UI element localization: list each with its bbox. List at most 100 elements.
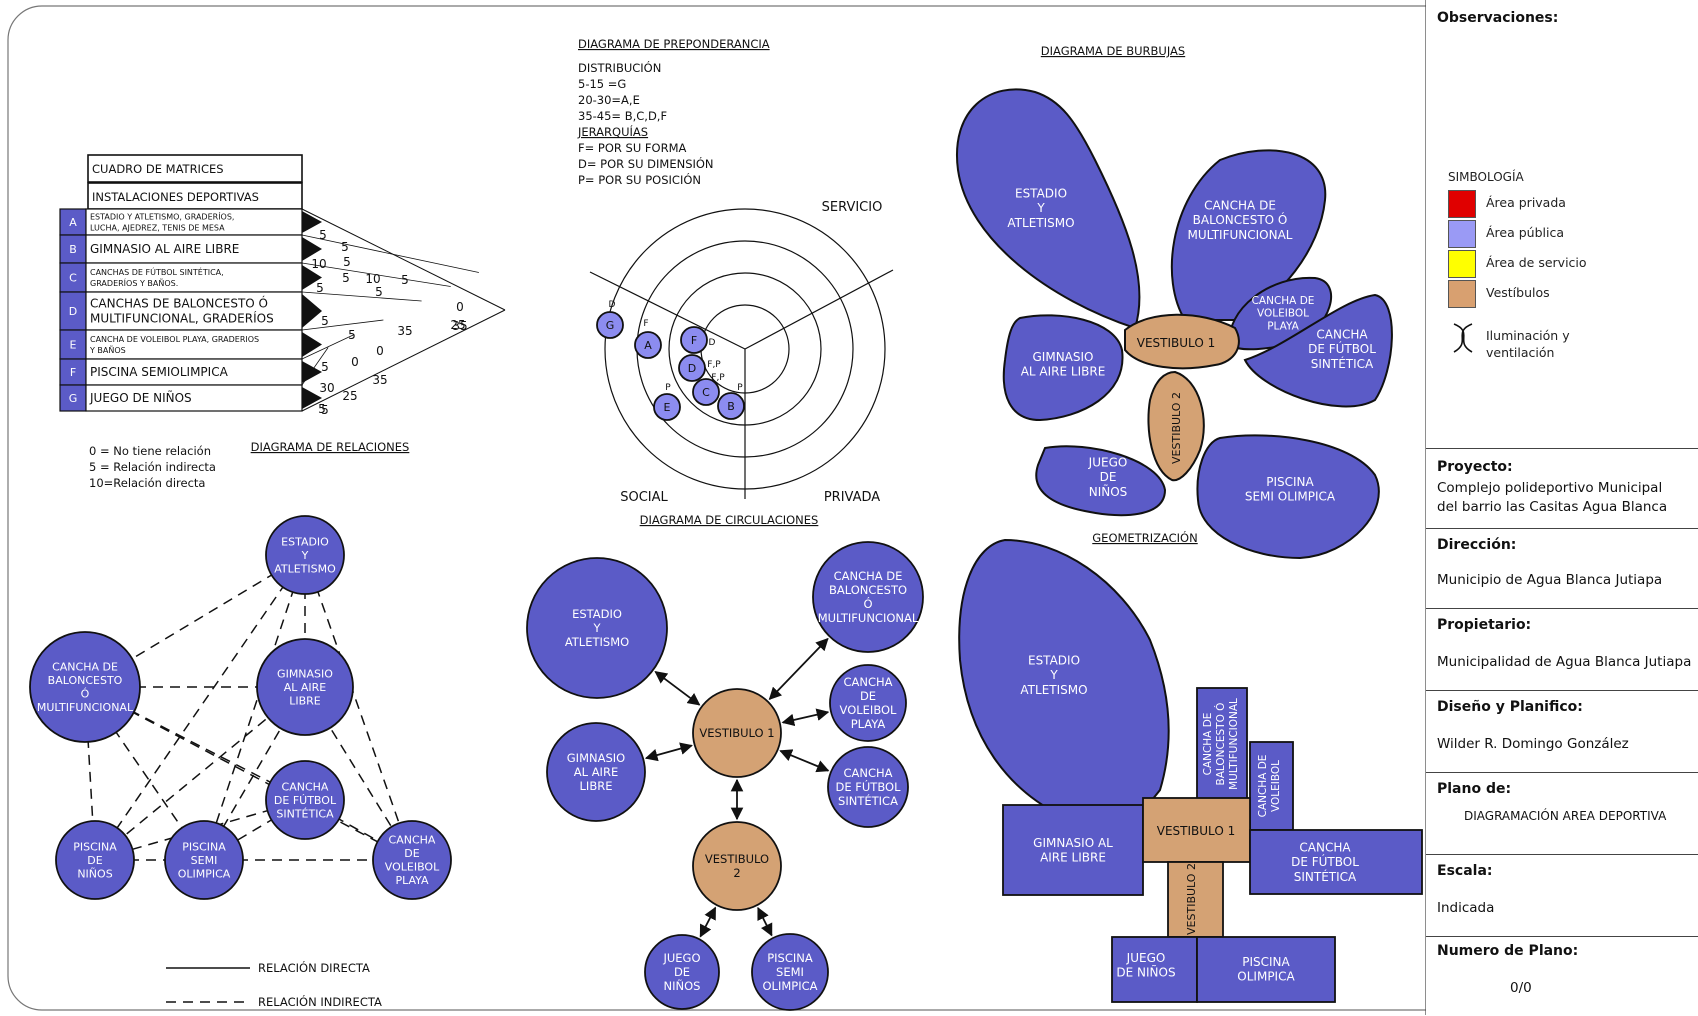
matrix-row-label: GIMNASIO AL AIRE LIBRE <box>90 242 239 256</box>
matrix-relation-value: 5 <box>321 314 329 328</box>
bubble-juego-label-line: NIÑOS <box>1089 484 1128 499</box>
matrix-relation-value: 10 <box>365 272 380 286</box>
circulation-node-futbol-label-line: DE FÚTBOL <box>836 779 902 794</box>
matrix-row-letter: G <box>69 392 78 405</box>
bubble-baloncesto-label-line: MULTIFUNCIONAL <box>1188 228 1293 242</box>
bubble-voleibol-label-line: PLAYA <box>1267 320 1299 332</box>
circulation-node-juego-label-line: NIÑOS <box>664 978 701 993</box>
matrix-row-label: ESTADIO Y ATLETISMO, GRADERÍOS, <box>90 210 234 221</box>
circulation-node-voleibol-label-line: DE <box>860 689 876 703</box>
geometry-vestibulo2-label: VESTIBULO 2 <box>1185 863 1198 935</box>
matrix-relation-value: 35 <box>372 373 387 387</box>
preponderance-node-letter: E <box>664 401 671 414</box>
circulation-node-gimnasio-label-line: LIBRE <box>580 779 613 793</box>
circulation-node-estadio-label-line: ESTADIO <box>572 607 622 621</box>
project-label: Proyecto: <box>1437 459 1513 475</box>
matrix-row-label: JUEGO DE NIÑOS <box>89 390 192 405</box>
matrix-title-box <box>87 154 303 183</box>
matrix-relation-value: 5 <box>375 285 383 299</box>
circulation-node-piscina-label-line: PISCINA <box>767 951 813 965</box>
preponderance-axis <box>589 271 746 350</box>
bubble-baloncesto-label-line: CANCHA DE <box>1204 199 1276 213</box>
relations-link-indirect <box>304 554 413 861</box>
matrix-row-pointer <box>302 332 322 357</box>
relations-node-ninos-label-line: NIÑOS <box>77 867 112 880</box>
plan-number-value: 0/0 <box>1510 980 1532 996</box>
matrix-row-letter: F <box>70 366 76 379</box>
circulation-arrow <box>644 742 693 762</box>
matrix-relation-value: 5 <box>316 281 324 295</box>
plan-box: Plano de: DIAGRAMACIÓN AREA DEPORTIVA <box>1426 772 1698 855</box>
preponderance-node-E <box>653 393 681 421</box>
circulation-node-vestibulo1-label-line: VESTIBULO 1 <box>699 726 774 740</box>
matrix-relation-value: 5 <box>348 328 356 342</box>
symbology-swatch <box>1448 190 1476 218</box>
bubble-futbol-label-line: CANCHA <box>1316 328 1368 342</box>
relations-node-ninos-label-line: DE <box>87 854 102 867</box>
preponderance-title: DIAGRAMA DE PREPONDERANCIA <box>578 37 770 51</box>
scale-value: Indicada <box>1437 900 1495 916</box>
relations-node-ninos-label-line: PISCINA <box>73 840 117 853</box>
circulation-node-voleibol <box>829 664 907 742</box>
matrix-grid-line <box>301 309 506 412</box>
matrix-label-cell <box>85 329 303 360</box>
geometry-estadio <box>958 538 1170 816</box>
matrix-grid-line <box>301 262 451 287</box>
matrix-relation-value: 0 <box>376 344 384 358</box>
relations-node-gimnasio-label-line: GIMNASIO <box>277 667 333 680</box>
legend-direct-label: RELACIÓN DIRECTA <box>258 960 370 975</box>
geometry-futbol-label-line: CANCHA <box>1299 841 1351 855</box>
owner-label: Propietario: <box>1437 617 1532 633</box>
relations-node-baloncesto-label-line: MULTIFUNCIONAL <box>37 701 134 714</box>
bubble-vestibulo1-label: VESTIBULO 1 <box>1137 336 1215 350</box>
circulation-arrow <box>779 749 830 773</box>
preponderance-node-letter: A <box>644 339 652 352</box>
zone-private-label: PRIVADA <box>824 490 880 505</box>
matrix-row-letter: B <box>69 243 77 256</box>
design-value: Wilder R. Domingo González <box>1437 736 1629 752</box>
geometry-estadio-label-line: Y <box>1049 668 1058 682</box>
matrix-row-label: GRADERÍOS Y BAÑOS. <box>90 277 178 288</box>
design-label: Diseño y Planifico: <box>1437 699 1583 715</box>
legend-indirect-label: RELACIÓN INDIRECTA <box>258 994 382 1009</box>
circulation-node-vestibulo2 <box>692 821 782 911</box>
bubble-futbol <box>1243 293 1393 408</box>
preponderance-node-tag: P <box>665 383 671 393</box>
symbology-label: Área de servicio <box>1486 255 1587 270</box>
preponderance-node-tag: P <box>737 383 743 393</box>
preponderance-line: 20-30=A,E <box>578 93 640 107</box>
bubble-baloncesto <box>1170 149 1327 321</box>
matrix-relation-value: 5 <box>318 402 326 416</box>
geometry-futbol-label-line: DE FÚTBOL <box>1291 854 1359 869</box>
relations-node-voleibol-label-line: DE <box>404 847 419 860</box>
matrix-label-cell <box>85 291 303 331</box>
circulation-node-juego <box>644 934 720 1010</box>
scale-label: Escala: <box>1437 863 1493 879</box>
relations-node-ninos <box>55 820 135 900</box>
matrix-relation-value: 30 <box>319 381 334 395</box>
preponderance-node-tag: F,P <box>711 373 725 383</box>
geometry-juego-label-line: JUEGO <box>1126 951 1166 965</box>
preponderance-node-letter: F <box>691 334 697 347</box>
bubble-piscina-label-line: PISCINA <box>1266 475 1314 489</box>
relations-node-voleibol <box>372 820 452 900</box>
circulation-node-gimnasio-label-line: GIMNASIO <box>567 751 625 765</box>
preponderance-node-tag: F,P <box>707 360 721 370</box>
geometry-gimnasio <box>1002 804 1144 896</box>
geometry-voleibol-label: CANCHA DE <box>1257 755 1269 818</box>
preponderance-axis <box>744 269 894 350</box>
matrix-row-label: PISCINA SEMIOLIMPICA <box>90 365 229 379</box>
circulation-node-estadio-label-line: Y <box>592 621 601 635</box>
preponderance-node-letter: B <box>727 400 735 413</box>
relations-node-futbol <box>265 760 345 840</box>
circulation-node-voleibol-label-line: PLAYA <box>851 717 886 731</box>
matrix-relation-value: 5 <box>343 255 351 269</box>
matrix-label-cell <box>85 262 303 293</box>
bubble-piscina-label-line: SEMI OLIMPICA <box>1245 490 1336 504</box>
project-value-2: del barrio las Casitas Agua Blanca <box>1437 499 1668 515</box>
matrix-subtitle: INSTALACIONES DEPORTIVAS <box>92 190 259 204</box>
matrix-row-pointer <box>302 361 322 383</box>
circulation-node-vestibulo2-label-line: 2 <box>733 866 740 880</box>
circulation-node-baloncesto-label-line: BALONCESTO <box>829 583 907 597</box>
